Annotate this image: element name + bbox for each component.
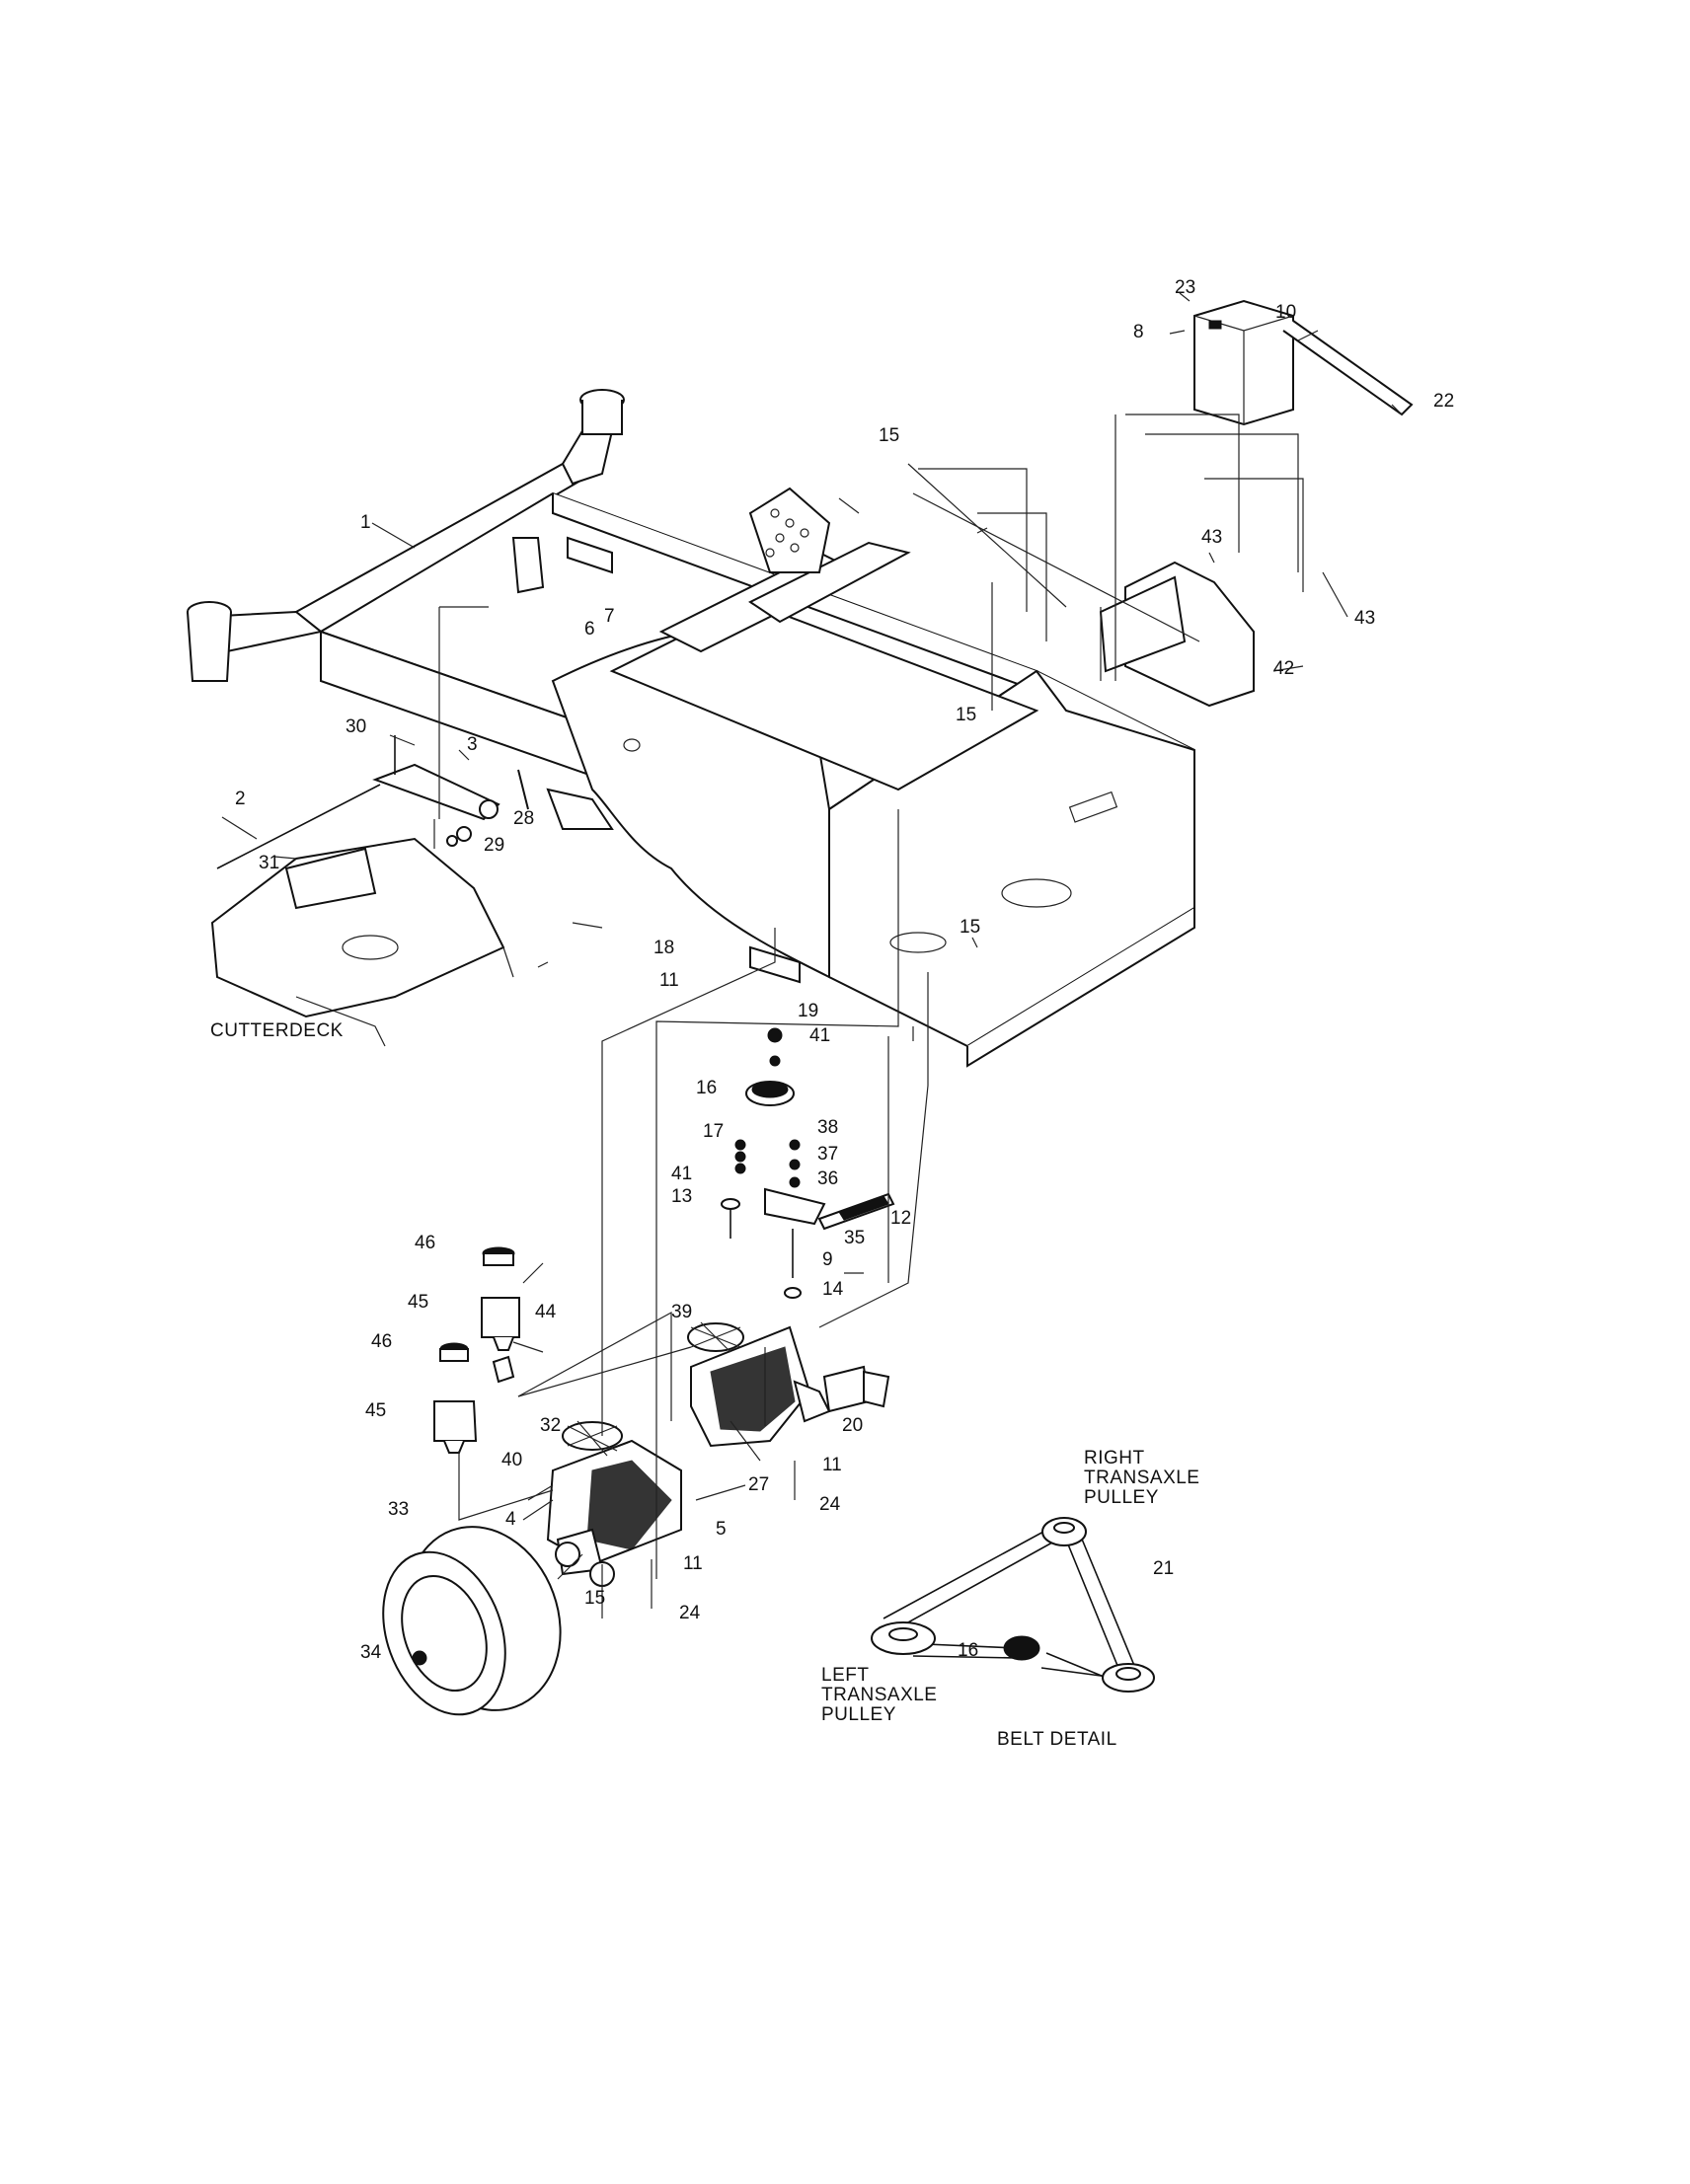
callout-46-b: 46	[371, 1331, 392, 1352]
left-pulley-label-line2: TRANSAXLE	[821, 1685, 937, 1705]
callout-41-b: 41	[671, 1164, 692, 1184]
callout-13: 13	[671, 1186, 692, 1207]
callout-labels: 1 2 3 4 5 6 7 8 9 10 11 11 11 11 12 13 1…	[235, 277, 1454, 1663]
callout-43-a: 43	[1201, 527, 1222, 548]
callout-41-a: 41	[809, 1025, 830, 1046]
callout-39: 39	[671, 1302, 692, 1322]
callout-35: 35	[844, 1228, 865, 1248]
callout-17: 17	[703, 1121, 724, 1142]
callout-12: 12	[890, 1208, 911, 1229]
callout-15-c: 15	[960, 917, 980, 938]
callout-34: 34	[360, 1642, 382, 1663]
callout-21: 21	[1153, 1558, 1174, 1579]
cutterdeck-label: CUTTERDECK	[210, 1020, 344, 1041]
callout-8: 8	[1133, 322, 1144, 342]
right-pulley-label-line1: RIGHT	[1084, 1448, 1145, 1469]
callout-23: 23	[1175, 277, 1195, 298]
callout-9: 9	[822, 1249, 833, 1270]
callout-3: 3	[467, 734, 478, 755]
left-pulley-label-line3: PULLEY	[821, 1704, 896, 1725]
callout-15-a: 15	[879, 425, 899, 446]
callout-6: 6	[584, 619, 595, 640]
callout-7: 7	[604, 606, 615, 627]
callout-24-b: 24	[679, 1603, 701, 1623]
callout-43-b: 43	[1354, 608, 1375, 629]
callout-45-a: 45	[408, 1292, 428, 1313]
caster-parts	[433, 1246, 520, 1454]
idler-pulley-stack	[721, 1027, 895, 1299]
callout-42: 42	[1273, 658, 1294, 679]
callout-32: 32	[540, 1415, 561, 1436]
callout-36: 36	[817, 1168, 838, 1189]
leader-lines	[221, 292, 1403, 1619]
captions: CUTTERDECK RIGHT TRANSAXLE PULLEY LEFT T…	[210, 1020, 1199, 1750]
belt-detail-label: BELT DETAIL	[997, 1729, 1117, 1750]
callout-44: 44	[535, 1302, 557, 1322]
callout-11-c: 11	[683, 1553, 703, 1574]
callout-16-a: 16	[696, 1078, 717, 1098]
callout-37: 37	[817, 1144, 838, 1165]
callout-15-b: 15	[956, 705, 976, 725]
callout-10: 10	[1275, 302, 1296, 323]
callout-33: 33	[388, 1499, 409, 1520]
callout-18: 18	[653, 938, 674, 958]
main-chassis-frame	[187, 389, 1195, 1068]
callout-27: 27	[748, 1474, 769, 1495]
callout-29: 29	[484, 835, 504, 856]
right-pulley-label-line2: TRANSAXLE	[1084, 1468, 1199, 1488]
callout-22: 22	[1433, 391, 1454, 412]
battery-tray-assembly	[1099, 299, 1414, 708]
callout-38: 38	[817, 1117, 838, 1138]
callout-11-b: 11	[822, 1455, 842, 1475]
callout-40: 40	[501, 1450, 522, 1470]
callout-46-a: 46	[415, 1233, 435, 1253]
callout-24-a: 24	[819, 1494, 841, 1515]
callout-16-b: 16	[958, 1640, 978, 1661]
cutterdeck-section	[210, 735, 529, 1047]
callout-4: 4	[505, 1509, 516, 1530]
callout-19: 19	[798, 1001, 818, 1021]
callout-1: 1	[360, 512, 371, 533]
callout-5: 5	[716, 1519, 727, 1540]
callout-20: 20	[842, 1415, 863, 1436]
right-pulley-label-line3: PULLEY	[1084, 1487, 1159, 1508]
callout-15-d: 15	[584, 1588, 605, 1609]
callout-14: 14	[822, 1279, 844, 1300]
callout-2: 2	[235, 789, 246, 809]
callout-30: 30	[346, 716, 366, 737]
right-transaxle	[687, 1321, 890, 1448]
callout-11-a: 11	[659, 970, 679, 991]
rear-wheel	[382, 1526, 580, 1716]
belt-detail	[871, 1517, 1155, 1693]
callout-45-b: 45	[365, 1400, 386, 1421]
callout-31: 31	[259, 853, 279, 873]
callout-28: 28	[513, 808, 534, 829]
left-pulley-label-line1: LEFT	[821, 1665, 869, 1686]
